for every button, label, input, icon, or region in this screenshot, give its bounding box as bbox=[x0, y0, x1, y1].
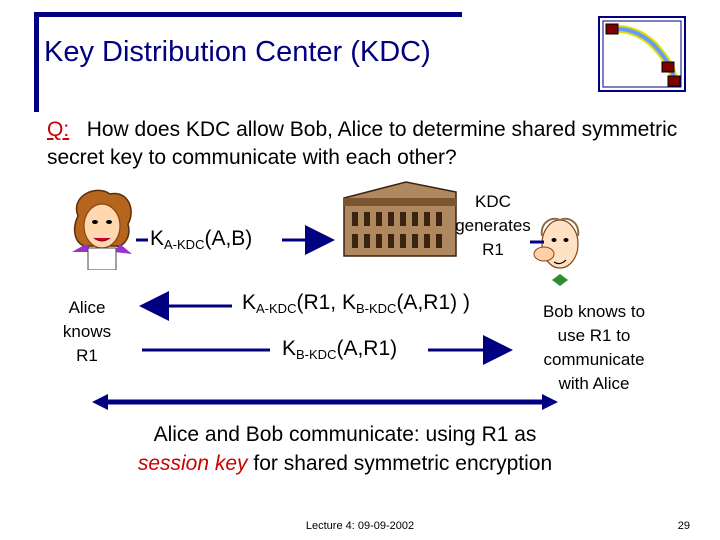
slide-title: Key Distribution Center (KDC) bbox=[44, 36, 431, 68]
kdc-building-clipart bbox=[343, 181, 457, 257]
message-2: KA-KDC(R1, KB-KDC(A,R1) ) bbox=[242, 291, 470, 316]
page-number: 29 bbox=[677, 520, 690, 532]
question: Q: How does KDC allow Bob, Alice to dete… bbox=[47, 116, 687, 172]
title-left-rule bbox=[34, 12, 39, 112]
network-logo-icon bbox=[598, 16, 686, 92]
alice-clipart bbox=[72, 189, 132, 270]
title-top-rule bbox=[34, 12, 462, 17]
alice-knows-label: Alice knows R1 bbox=[62, 298, 112, 365]
message-1: KA-KDC(A,B) bbox=[150, 227, 253, 252]
footer-lecture: Lecture 4: 09-09-2002 bbox=[305, 520, 415, 532]
session-description: Alice and Bob communicate: using R1 as s… bbox=[137, 423, 553, 475]
kdc-generates-label: KDC generates R1 bbox=[455, 192, 531, 259]
question-label: Q: bbox=[47, 118, 70, 141]
message-3: KB-KDC(A,R1) bbox=[282, 337, 398, 362]
bob-clipart bbox=[533, 217, 580, 286]
bob-knows-label: Bob knows to use R1 to communicate with … bbox=[542, 302, 646, 393]
question-text: How does KDC allow Bob, Alice to determi… bbox=[47, 118, 678, 169]
